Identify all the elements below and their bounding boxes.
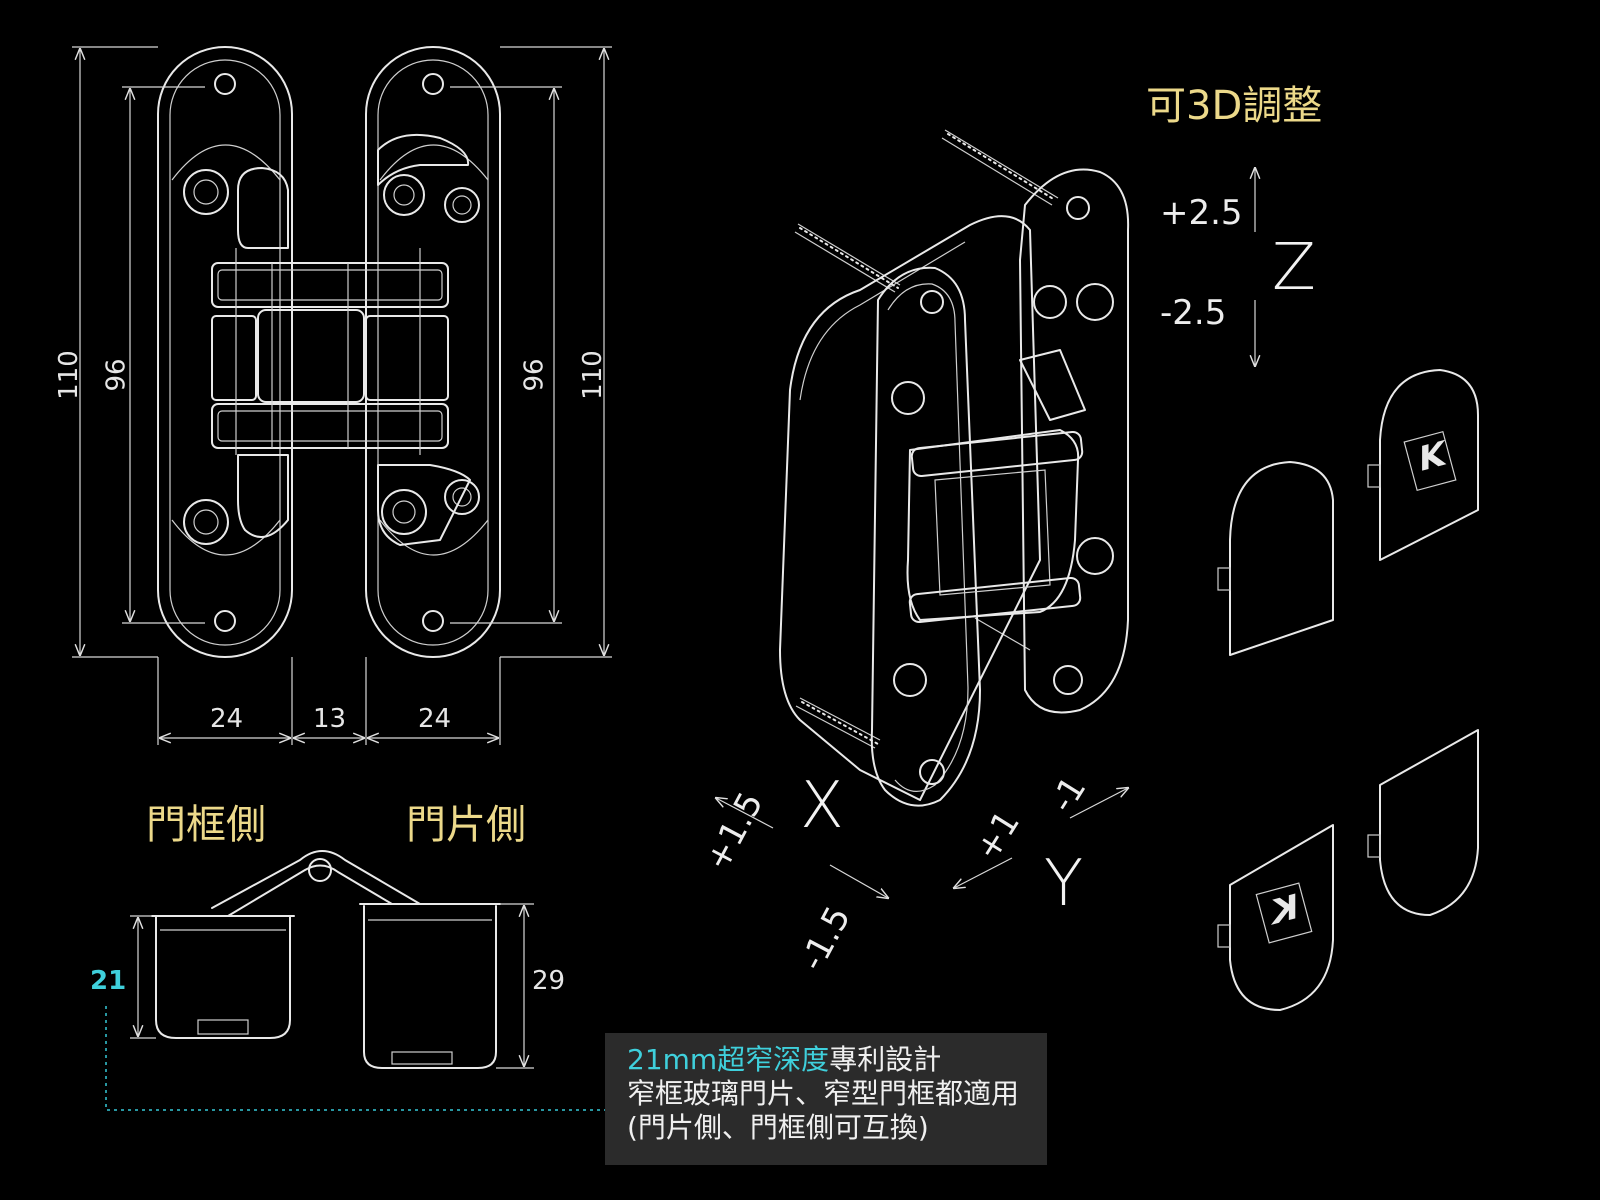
- dim-depth-wide: 29: [532, 966, 566, 996]
- note-line-2: 窄框玻璃門片、窄型門框都適用: [627, 1077, 1020, 1111]
- dim-depth-narrow: 21: [90, 966, 127, 996]
- isometric-view: [779, 129, 1130, 807]
- dim-width-right: 24: [418, 704, 452, 734]
- label-door-side: 門片側: [406, 802, 526, 848]
- note-highlight: 21mm超窄深度: [627, 1043, 830, 1076]
- dim-height-inner-right: 96: [519, 358, 550, 392]
- note-line-1: 21mm超窄深度專利設計: [627, 1043, 1033, 1077]
- cap-logo-bottom: K: [1272, 886, 1299, 934]
- y-axis-label: Y: [1044, 847, 1084, 921]
- dim-height-outer-left: 110: [53, 350, 84, 400]
- x-axis-label: X: [800, 769, 844, 843]
- cover-caps: [1217, 369, 1479, 1011]
- adjust-title: 可3D調整: [1146, 83, 1323, 129]
- dim-height-inner-left: 96: [101, 358, 132, 392]
- dim-width-left: 24: [210, 704, 244, 734]
- z-axis-label: Z: [1272, 231, 1316, 305]
- note-line-1-rest: 專利設計: [829, 1043, 942, 1076]
- top-view: [105, 850, 605, 1111]
- dim-width-middle: 13: [313, 704, 347, 734]
- front-view: [157, 46, 501, 658]
- feature-note: 21mm超窄深度專利設計 窄框玻璃門片、窄型門框都適用 (門片側、門框側可互換): [605, 1033, 1047, 1165]
- front-dimensions: [72, 46, 612, 745]
- cap-logo-top: K: [1419, 433, 1446, 481]
- z-minus-value: -2.5: [1160, 293, 1227, 333]
- z-plus-value: +2.5: [1160, 193, 1243, 233]
- dim-height-outer-right: 110: [577, 350, 608, 400]
- note-line-3: (門片側、門框側可互換): [627, 1111, 929, 1145]
- label-frame-side: 門框側: [146, 802, 266, 848]
